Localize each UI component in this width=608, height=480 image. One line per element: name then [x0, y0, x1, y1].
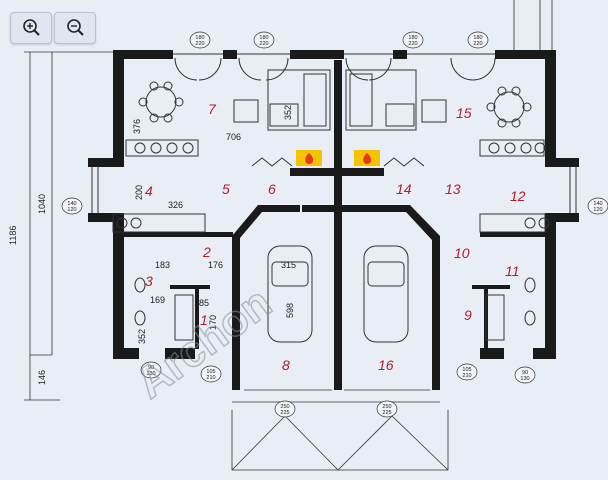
room-numbers: 7 15 4 5 6 14 13 12 2 3 1 8 16 10 11 9 [145, 101, 526, 373]
dim-185: 185 [194, 298, 209, 308]
opening-size-text: 180 [408, 35, 417, 41]
fireplace-left-icon [296, 150, 322, 166]
dim-326: 326 [168, 200, 183, 210]
room-7-label: 7 [208, 101, 217, 117]
fireplace-right-icon [354, 150, 380, 166]
room-11-label: 11 [505, 263, 520, 279]
opening-size-text: 220 [195, 41, 204, 47]
dim-176: 176 [208, 260, 223, 270]
room-9-label: 9 [464, 307, 472, 323]
zoom-in-button[interactable] [10, 12, 52, 44]
dim-352-bath: 352 [137, 329, 147, 344]
dim-352-living: 352 [283, 105, 293, 120]
opening-size-text: 250 [280, 404, 289, 410]
zoom-in-icon [23, 19, 40, 36]
dim-706: 706 [226, 132, 241, 142]
opening-size-text: 90 [522, 370, 528, 376]
opening-size-text: 120 [67, 207, 76, 213]
opening-size-text: 105 [206, 369, 215, 375]
room-12-label: 12 [510, 188, 526, 204]
dim-315: 315 [281, 260, 296, 270]
dim-1040: 1040 [37, 194, 47, 214]
room-1-label: 1 [200, 312, 208, 328]
dim-376: 376 [132, 119, 142, 134]
opening-size-text: 140 [67, 201, 76, 207]
opening-size-text: 220 [408, 41, 417, 47]
opening-size-text: 180 [195, 35, 204, 41]
opening-size-text: 210 [462, 373, 471, 379]
opening-size-text: 225 [382, 410, 391, 416]
zoom-toolbar [0, 0, 608, 44]
room-13-label: 13 [445, 181, 461, 197]
opening-size-text: 90 [148, 365, 154, 371]
opening-size-text: 105 [462, 367, 471, 373]
dim-598: 598 [285, 303, 295, 318]
opening-size-text: 220 [259, 41, 268, 47]
opening-size-text: 250 [382, 404, 391, 410]
room-2-label: 2 [202, 244, 211, 260]
walls [88, 50, 579, 390]
room-10-label: 10 [454, 245, 470, 261]
outer-dimension-lines [24, 51, 120, 401]
opening-size-text: 220 [473, 41, 482, 47]
opening-size-text: 140 [593, 201, 602, 207]
room-6-label: 6 [268, 181, 276, 197]
room-3-label: 3 [145, 273, 153, 289]
dim-1186: 1186 [8, 226, 18, 245]
opening-size-text: 180 [473, 35, 482, 41]
dimension-labels: 376 706 352 200 326 183 176 169 185 352 … [8, 105, 296, 385]
cars [267, 245, 409, 343]
opening-size-text: 130 [146, 371, 155, 377]
opening-size-markers: 1802201802201802201802201401201401209013… [61, 31, 608, 418]
garage-doors [231, 389, 449, 471]
room-16-label: 16 [378, 357, 394, 373]
room-5-label: 5 [222, 181, 230, 197]
zoom-out-icon [67, 19, 84, 36]
dim-183: 183 [155, 260, 170, 270]
opening-size-text: 130 [520, 376, 529, 382]
dim-169: 169 [150, 295, 165, 305]
opening-size-text: 225 [280, 410, 289, 416]
zoom-out-button[interactable] [54, 12, 96, 44]
opening-size-text: 180 [259, 35, 268, 41]
room-4-label: 4 [145, 183, 153, 199]
room-14-label: 14 [396, 181, 412, 197]
opening-size-text: 120 [593, 207, 602, 213]
room-8-label: 8 [282, 357, 290, 373]
dim-200: 200 [134, 185, 144, 200]
opening-size-text: 210 [206, 375, 215, 381]
dim-170: 170 [208, 315, 218, 330]
room-15-label: 15 [456, 105, 472, 121]
dim-146: 146 [37, 370, 47, 385]
furniture [112, 69, 550, 341]
